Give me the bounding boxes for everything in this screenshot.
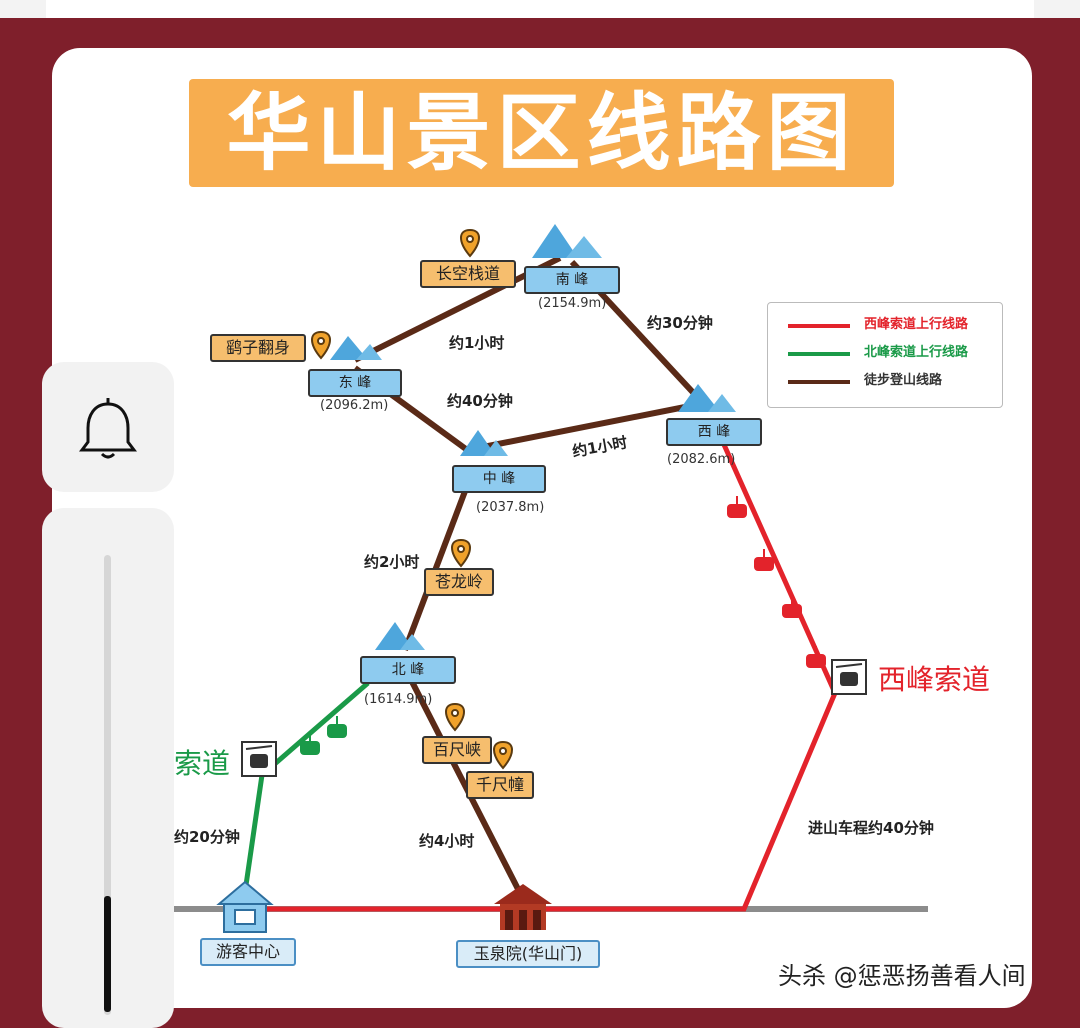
map-title: 华山景区线路图 bbox=[189, 79, 894, 187]
peak-east-label: 东 峰 bbox=[308, 369, 402, 397]
cable-car-icon bbox=[300, 733, 320, 755]
spot-canglong: 苍龙岭 bbox=[424, 568, 494, 596]
visitor-center-icon bbox=[216, 880, 274, 933]
mountain-icon bbox=[330, 336, 382, 360]
legend-label: 徒步登山线路 bbox=[864, 373, 943, 388]
top-bar-inner bbox=[46, 0, 1034, 18]
spot-yaozi: 鹞子翻身 bbox=[210, 334, 306, 362]
location-pin-icon bbox=[445, 702, 465, 732]
mountain-icon bbox=[460, 430, 508, 456]
spot-baichi: 百尺峡 bbox=[422, 736, 492, 764]
time-visitor-cable: 约20分钟 bbox=[174, 828, 240, 846]
peak-south-label: 南 峰 bbox=[524, 266, 620, 294]
peak-middle-label: 中 峰 bbox=[452, 465, 546, 493]
top-bar bbox=[0, 0, 1080, 18]
time-drive: 进山车程约40分钟 bbox=[808, 819, 934, 837]
north-cableway-label: 索道 bbox=[174, 747, 231, 780]
bell-icon bbox=[79, 398, 137, 459]
west-cable-route bbox=[245, 418, 838, 912]
time-east-south: 约1小时 bbox=[449, 334, 505, 352]
cable-car-icon bbox=[727, 496, 747, 518]
legend: 西峰索道上行线路 北峰索道上行线路 徒步登山线路 bbox=[767, 302, 1003, 408]
legend-item-hiking: 徒步登山线路 bbox=[788, 371, 998, 391]
legend-item-west-cable: 西峰索道上行线路 bbox=[788, 315, 998, 335]
progress-track[interactable] bbox=[104, 555, 111, 1015]
peak-middle-elevation: (2037.8m) bbox=[476, 500, 545, 515]
visitor-center-label: 游客中心 bbox=[200, 938, 296, 966]
cable-car-icon bbox=[241, 741, 277, 777]
west-cableway-label: 西峰索道 bbox=[878, 663, 991, 696]
peak-east-elevation: (2096.2m) bbox=[320, 398, 389, 413]
time-north-middle: 约2小时 bbox=[364, 553, 420, 571]
legend-label: 北峰索道上行线路 bbox=[864, 345, 969, 360]
legend-swatch bbox=[788, 352, 850, 356]
peak-north-label: 北 峰 bbox=[360, 656, 456, 684]
legend-swatch bbox=[788, 380, 850, 384]
location-pin-icon bbox=[311, 330, 331, 360]
map-card bbox=[52, 48, 1032, 1008]
cable-car-icon bbox=[806, 646, 826, 668]
cable-car-icon bbox=[831, 659, 867, 695]
legend-label: 西峰索道上行线路 bbox=[864, 317, 969, 332]
north-cable-route bbox=[242, 681, 370, 893]
location-pin-icon bbox=[493, 740, 513, 770]
spot-qianchi: 千尺幢 bbox=[466, 771, 534, 799]
legend-swatch bbox=[788, 324, 850, 328]
time-middle-east: 约40分钟 bbox=[447, 392, 513, 410]
spot-changkong: 长空栈道 bbox=[420, 260, 516, 288]
notification-button[interactable] bbox=[42, 362, 174, 492]
peak-south-elevation: (2154.9m) bbox=[538, 296, 607, 311]
progress-fill bbox=[104, 896, 111, 1012]
legend-item-north-cable: 北峰索道上行线路 bbox=[788, 343, 998, 363]
time-south-west: 约30分钟 bbox=[647, 314, 713, 332]
time-yuquan-north: 约4小时 bbox=[419, 832, 475, 850]
temple-gate-icon bbox=[494, 884, 552, 930]
mountain-icon bbox=[375, 622, 425, 650]
peak-west-elevation: (2082.6m) bbox=[667, 452, 736, 467]
watermark: 头杀 @惩恶扬善看人间 bbox=[778, 962, 1026, 990]
cable-car-icon bbox=[327, 716, 347, 738]
cable-car-icon bbox=[754, 549, 774, 571]
peak-north-elevation: (1614.9m) bbox=[364, 692, 433, 707]
mountain-icon bbox=[678, 384, 736, 412]
location-pin-icon bbox=[451, 538, 471, 568]
mountain-icon bbox=[532, 224, 602, 258]
peak-west-label: 西 峰 bbox=[666, 418, 762, 446]
cable-car-icon bbox=[782, 596, 802, 618]
yuquan-gate-label: 玉泉院(华山门) bbox=[456, 940, 600, 968]
location-pin-icon bbox=[460, 228, 480, 258]
